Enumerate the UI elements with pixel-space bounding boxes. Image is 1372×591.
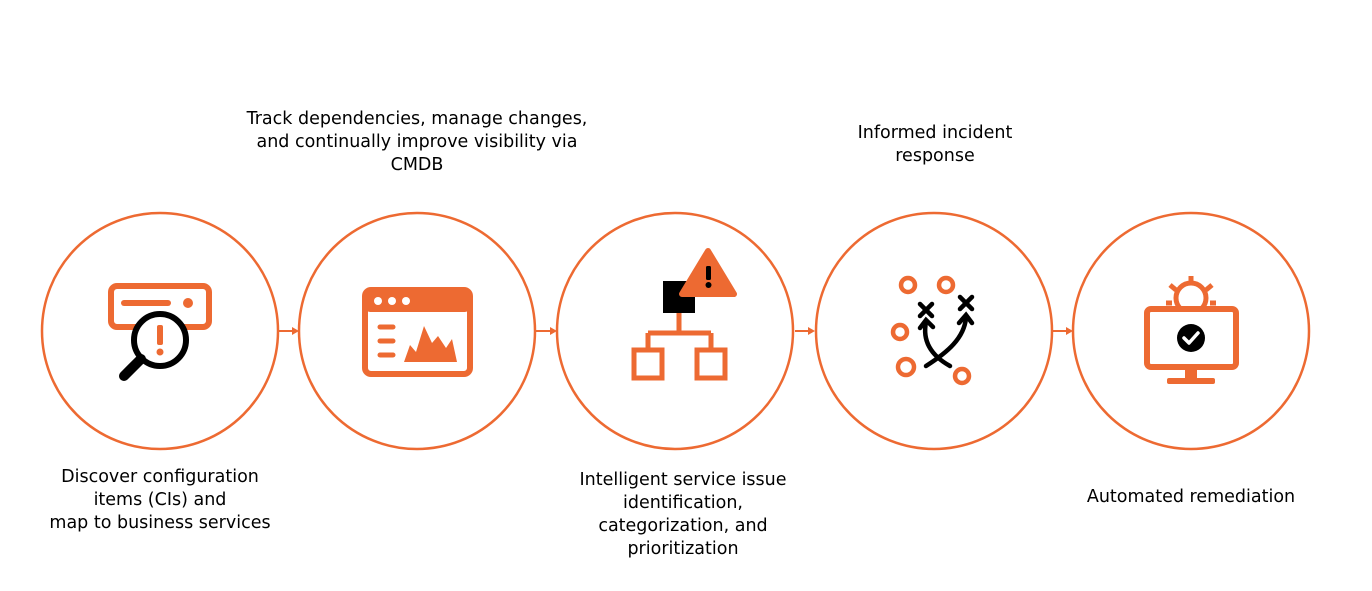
step-5-circle (1071, 211, 1311, 451)
step-1-label-line-3: map to business services (49, 513, 271, 533)
step-3-label: Intelligent service issue identification… (558, 469, 808, 561)
arrow-1-2 (279, 327, 299, 335)
step-3-label-line-4: prioritization (627, 539, 739, 559)
step-4-label: Informed incident response (815, 122, 1055, 168)
step-3-label-line-2: identification, (622, 493, 743, 513)
step-1-label: Discover configuration items (CIs) and m… (35, 466, 285, 535)
step-5-label-line-1: Automated remediation (1086, 487, 1296, 507)
strategy-playbook-icon (890, 275, 975, 386)
monitor-settings-check-icon (1144, 276, 1239, 384)
step-2-circle (297, 211, 537, 451)
step-3-label-line-1: Intelligent service issue (579, 470, 787, 490)
arrow-4-5 (1052, 327, 1073, 335)
arrow-3-4 (795, 327, 815, 335)
step-3-circle (555, 211, 795, 451)
step-1-circle (40, 211, 280, 451)
step-2-label-line-1: Track dependencies, manage changes, (246, 109, 588, 129)
step-4-circle (814, 211, 1054, 451)
dashboard-chart-icon (362, 287, 473, 377)
step-4-label-line-1: Informed incident (857, 123, 1013, 143)
step-2-label: Track dependencies, manage changes, and … (222, 108, 612, 177)
step-1-label-line-1: Discover configuration (61, 467, 259, 487)
step-1-label-line-2: items (CIs) and (93, 490, 227, 510)
arrow-2-3 (536, 327, 557, 335)
step-2-label-line-3: CMDB (390, 155, 444, 175)
step-2-label-line-2: and continually improve visibility via (256, 132, 578, 152)
step-4-label-line-2: response (895, 146, 975, 166)
step-5-label: Automated remediation (1066, 486, 1316, 509)
server-search-icon (108, 283, 212, 381)
hierarchy-alert-icon (631, 248, 737, 381)
connector-arrows (279, 327, 1073, 335)
step-3-label-line-3: categorization, and (598, 516, 768, 536)
